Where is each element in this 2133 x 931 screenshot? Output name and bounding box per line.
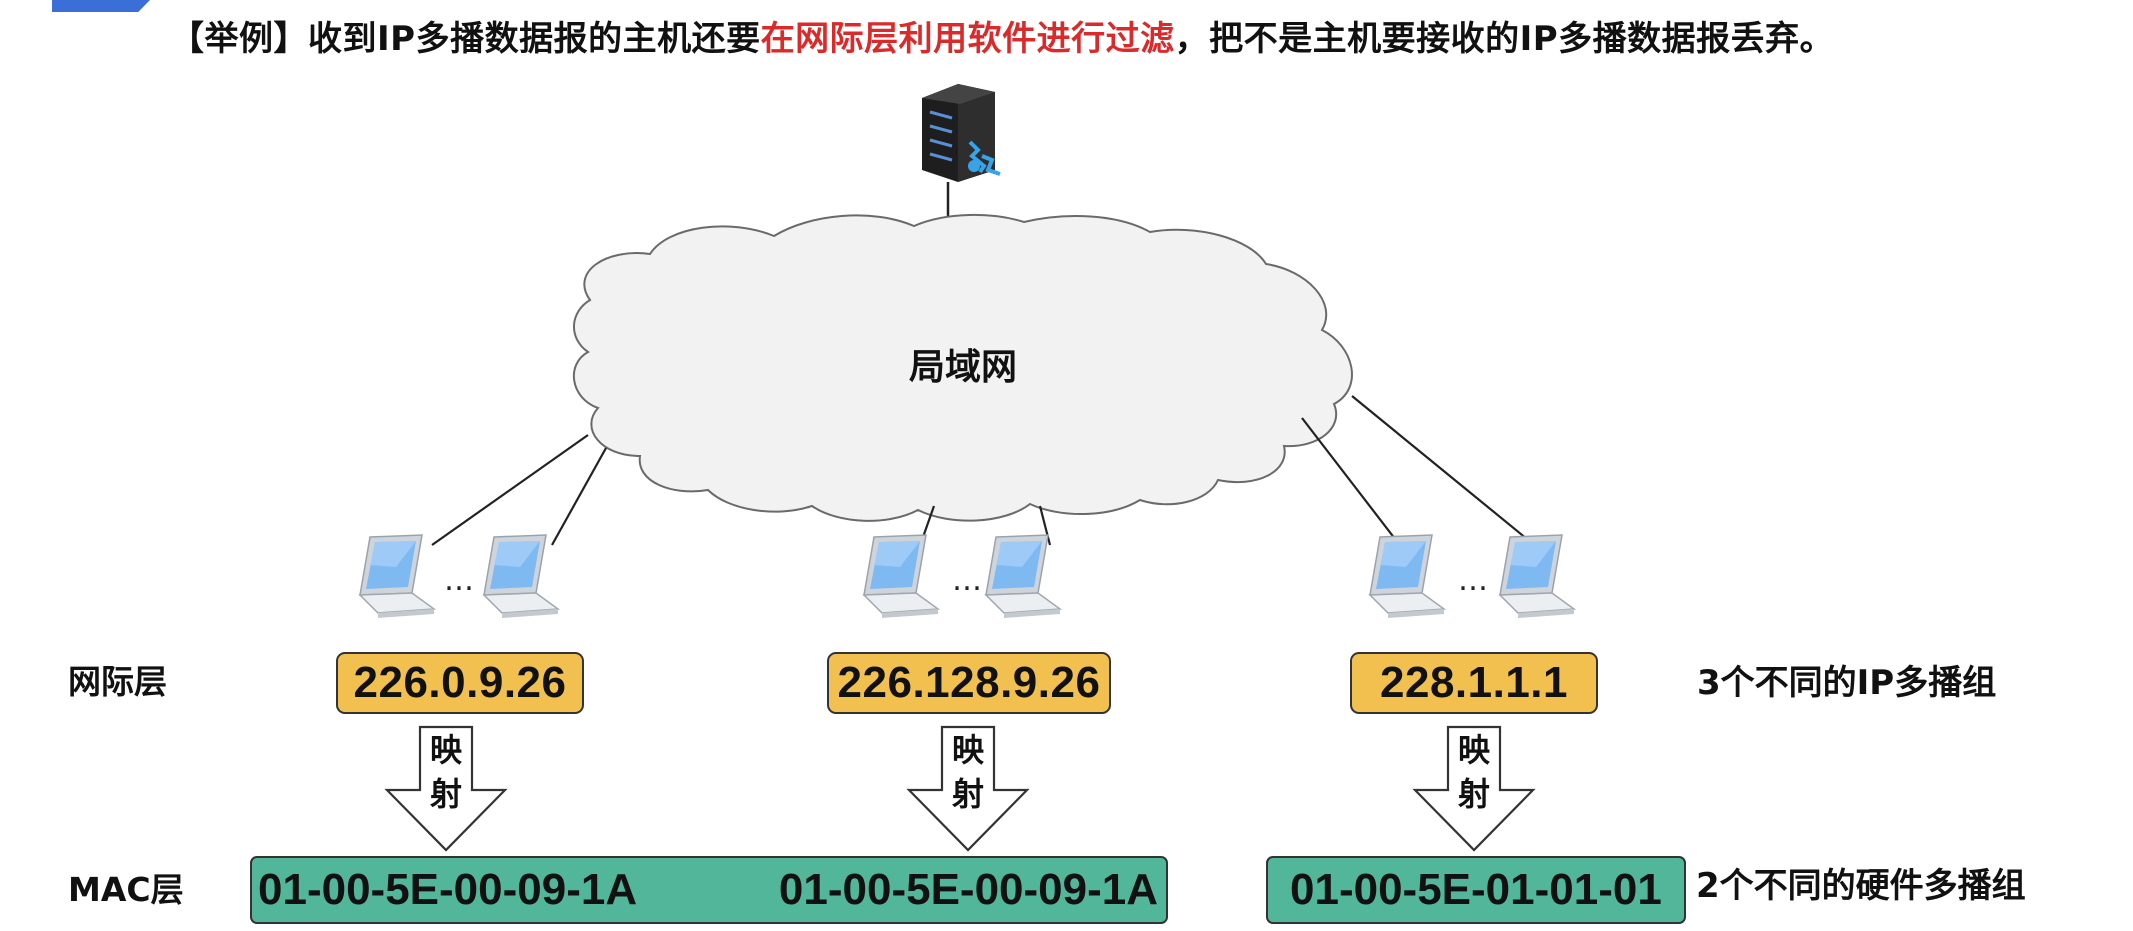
host-laptop-icon [483, 534, 559, 619]
shared-mac-group-box: 01-00-5E-00-09-1A 01-00-5E-00-09-1A [250, 856, 1168, 924]
down-arrow-icon [1412, 725, 1536, 852]
heading-text-1: 【举例】收到IP多播数据报的主机还要 [170, 19, 761, 59]
down-arrow-icon [906, 725, 1030, 852]
host-laptop-icon [1499, 534, 1575, 619]
lan-label: 局域网 [908, 347, 1017, 388]
slide-heading: 【举例】收到IP多播数据报的主机还要在网际层利用软件进行过滤，把不是主机要接收的… [170, 14, 1834, 64]
host-laptop-icon [863, 534, 939, 619]
mapping-label: 映射 [1457, 731, 1490, 813]
mac-group-box: 01-00-5E-01-01-01 [1266, 856, 1686, 924]
more-hosts-ellipsis: … [444, 563, 474, 598]
ip-group-box: 226.0.9.26 [336, 652, 584, 714]
mapping-label: 映射 [429, 731, 462, 813]
server-icon [922, 84, 1001, 182]
host-laptop-icon [1369, 534, 1445, 619]
ip-groups-note: 3个不同的IP多播组 [1697, 663, 1997, 703]
heading-highlight: 在网际层利用软件进行过滤 [760, 19, 1175, 59]
mac-address: 01-00-5E-00-09-1A [258, 865, 638, 914]
more-hosts-ellipsis: … [952, 563, 982, 598]
host-laptop-icon [985, 534, 1061, 619]
mac-address: 01-00-5E-00-09-1A [778, 865, 1158, 914]
mapping-arrows [384, 725, 1536, 852]
mac-layer-label: MAC层 [68, 870, 184, 909]
more-hosts-ellipsis: … [1458, 563, 1488, 598]
heading-text-2: ，把不是主机要接收的IP多播数据报丢弃。 [1174, 19, 1835, 59]
hw-groups-note: 2个不同的硬件多播组 [1696, 866, 2026, 906]
lan-cloud [572, 213, 1353, 522]
host-laptop-icon [359, 534, 435, 619]
slide-corner-tab [52, 0, 150, 12]
down-arrow-icon [384, 725, 508, 852]
ip-group-box: 226.128.9.26 [827, 652, 1111, 714]
mapping-label: 映射 [951, 731, 984, 813]
network-layer-label: 网际层 [68, 662, 167, 701]
ip-group-box: 228.1.1.1 [1350, 652, 1598, 714]
lan-links [431, 395, 1539, 549]
mac-address: 01-00-5E-01-01-01 [1290, 865, 1662, 914]
